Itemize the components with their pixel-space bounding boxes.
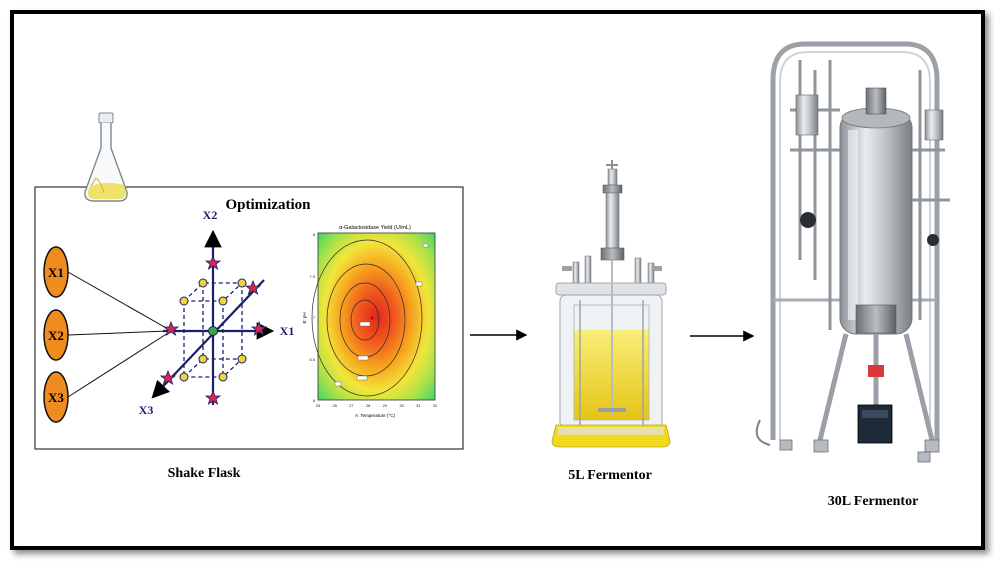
svg-text:28: 28 xyxy=(366,403,371,408)
contour-y-ticks: 8 7.5 7 6.5 6 xyxy=(309,232,315,403)
factor-x1-label: X1 xyxy=(48,265,64,280)
optimization-title: Optimization xyxy=(226,197,312,213)
svg-text:29: 29 xyxy=(383,403,388,408)
svg-text:31: 31 xyxy=(416,403,421,408)
svg-text:6: 6 xyxy=(313,398,316,403)
stage-30l-fermentor-label: 30L Fermentor xyxy=(828,494,919,509)
svg-text:32: 32 xyxy=(433,403,438,408)
connector-x3 xyxy=(67,332,169,398)
fermentor-5l-illustration xyxy=(551,160,671,448)
ccd-design: X2 X1 X3 xyxy=(139,208,295,417)
axis-x1-label: X1 xyxy=(280,324,295,338)
stage-5l-fermentor-label: 5L Fermentor xyxy=(568,468,652,483)
axis-x2-label: X2 xyxy=(203,208,218,222)
svg-text:6.5: 6.5 xyxy=(309,357,315,362)
contour-x-ticks: 25 26 27 28 29 30 31 32 xyxy=(316,403,438,408)
contour-y-label: B: pH xyxy=(302,312,307,323)
contour-x-label: A: Temperature (°C) xyxy=(355,413,395,418)
axis-x3-label: X3 xyxy=(139,403,154,417)
connector-x2 xyxy=(67,330,169,336)
svg-text:7: 7 xyxy=(313,315,316,320)
contour-plot: α-Galactosidase Yield (U/mL) 25 26 27 28… xyxy=(302,225,438,418)
connector-x1 xyxy=(67,271,169,330)
contour-value-labels xyxy=(334,243,429,387)
center-point xyxy=(208,326,218,336)
svg-text:26: 26 xyxy=(332,403,337,408)
contour-title: α-Galactosidase Yield (U/mL) xyxy=(339,225,411,231)
svg-text:7.5: 7.5 xyxy=(309,274,315,279)
flask-icon xyxy=(84,112,128,202)
svg-text:25: 25 xyxy=(316,403,321,408)
factor-x3-label: X3 xyxy=(48,390,64,405)
factor-x2-label: X2 xyxy=(48,328,64,343)
axial-points xyxy=(159,254,268,405)
fermentor-30l-illustration xyxy=(755,41,950,463)
optimum-point xyxy=(370,316,374,320)
factor-nodes: X1 X2 X3 xyxy=(43,246,169,423)
svg-text:27: 27 xyxy=(349,403,354,408)
svg-text:30: 30 xyxy=(399,403,404,408)
factorial-points xyxy=(179,278,247,382)
stage-shake-flask-label: Shake Flask xyxy=(168,466,241,481)
svg-text:8: 8 xyxy=(313,232,316,237)
